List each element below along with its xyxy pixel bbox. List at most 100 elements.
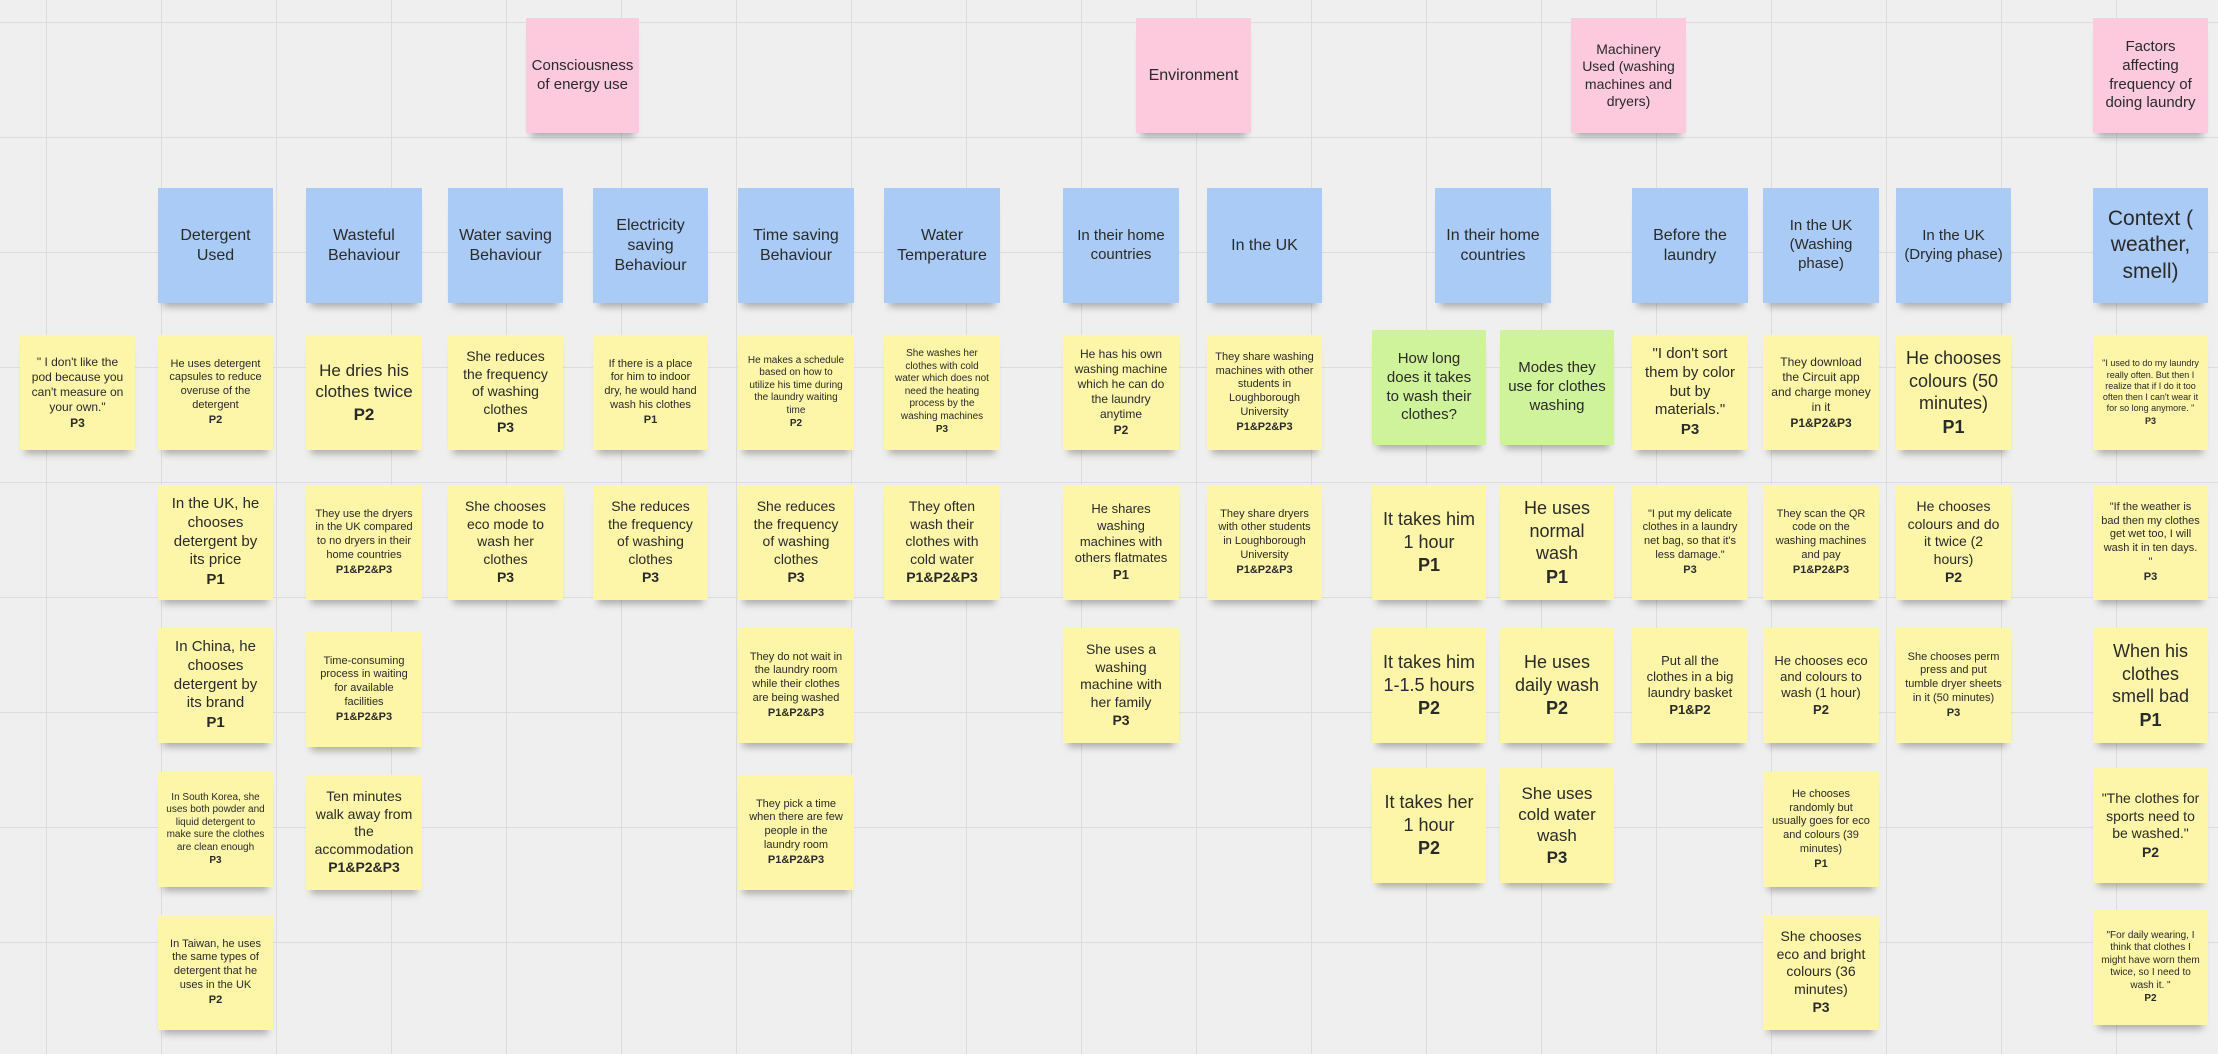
sticky-cat-electricity-saving[interactable]: Electricity saving Behaviour [593, 188, 708, 303]
sticky-cat-uk-washing[interactable]: In the UK (Washing phase) [1763, 188, 1879, 303]
sticky-note-det-1[interactable]: He uses detergent capsules to reduce ove… [158, 335, 273, 450]
sticky-note-before-1[interactable]: "I don't sort them by color but by mater… [1632, 335, 1748, 450]
participant-label: P1 [2139, 709, 2162, 730]
sticky-cat-time-saving[interactable]: Time saving Behaviour [738, 188, 854, 303]
participant-label: P3 [2144, 415, 2156, 426]
sticky-note-waste-2[interactable]: They use the dryers in the UK compared t… [306, 485, 422, 600]
sticky-note-context-2[interactable]: "If the weather is bad then my clothes g… [2093, 485, 2208, 600]
participant-label: P1&P2&P3 [335, 710, 393, 723]
sticky-note-envhome-1[interactable]: He has his own washing machine which he … [1063, 335, 1179, 450]
participant-label: P3 [787, 569, 805, 586]
participant-label: P2 [2144, 993, 2157, 1004]
participant-label: P1 [1545, 566, 1569, 587]
sticky-note-context-1[interactable]: "I used to do my laundry really often. B… [2093, 335, 2208, 450]
sticky-note-water-1[interactable]: She reduces the frequency of washing clo… [448, 335, 563, 450]
sticky-note-ukdry-2[interactable]: He chooses colours and do it twice (2 ho… [1896, 485, 2011, 600]
sticky-cat-mach-home-countries[interactable]: In their home countries [1435, 188, 1551, 303]
sticky-header-consciousness[interactable]: Consciousness of energy use [526, 18, 639, 133]
sticky-note-ukwash-3[interactable]: He chooses eco and colours to wash (1 ho… [1763, 628, 1879, 743]
sticky-cat-env-uk[interactable]: In the UK [1207, 188, 1322, 303]
sticky-text: How long does it takes to wash their clo… [1386, 350, 1472, 424]
sticky-note-det-5[interactable]: In Taiwan, he uses the same types of det… [158, 915, 273, 1030]
sticky-note-temp-2[interactable]: They often wash their clothes with cold … [884, 485, 1000, 600]
sticky-text: In the UK (Washing phase) [1789, 217, 1853, 272]
sticky-cat-wasteful-behaviour[interactable]: Wasteful Behaviour [306, 188, 422, 303]
sticky-header-factors[interactable]: Factors affecting frequency of doing lau… [2093, 18, 2208, 133]
sticky-text: She chooses eco mode to wash her clothes [465, 498, 546, 567]
sticky-text: He dries his clothes twice [315, 361, 413, 402]
sticky-cat-water-temperature[interactable]: Water Temperature [884, 188, 1000, 303]
sticky-note-time-4[interactable]: They pick a time when there are few peop… [738, 775, 854, 890]
sticky-note-time-1[interactable]: He makes a schedule based on how to util… [738, 335, 854, 450]
sticky-header-environment[interactable]: Environment [1136, 18, 1251, 133]
sticky-text: When his clothes smell bad [2111, 641, 2190, 706]
participant-label: P2 [1944, 569, 1963, 586]
sticky-note-waste-3[interactable]: Time-consuming process in waiting for av… [306, 632, 422, 747]
sticky-note-det-2[interactable]: In the UK, he chooses detergent by its p… [158, 485, 273, 600]
participant-label: P1 [1942, 416, 1965, 437]
sticky-text: " I don't like the pod because you can't… [31, 354, 124, 414]
participant-label: P2 [1417, 838, 1441, 859]
sticky-text: He chooses colours and do it twice (2 ho… [1907, 498, 2000, 567]
sticky-cat-water-saving[interactable]: Water saving Behaviour [448, 188, 563, 303]
sticky-note-det-3[interactable]: In China, he chooses detergent by its br… [158, 628, 273, 743]
sticky-note-before-2[interactable]: "I put my delicate clothes in a laundry … [1632, 485, 1748, 600]
participant-label: P3 [1946, 706, 1961, 719]
sticky-note-waste-4[interactable]: Ten minutes walk away from the accommoda… [306, 775, 422, 890]
sticky-note-time-3[interactable]: They do not wait in the laundry room whi… [738, 628, 854, 743]
sticky-note-envuk-1[interactable]: They share washing machines with other s… [1207, 335, 1322, 450]
sticky-cat-context[interactable]: Context ( weather, smell) [2093, 188, 2208, 303]
sticky-cat-detergent-used[interactable]: Detergent Used [158, 188, 273, 303]
sticky-note-ukwash-5[interactable]: She chooses eco and bright colours (36 m… [1763, 915, 1879, 1030]
sticky-note-time-2[interactable]: She reduces the frequency of washing clo… [738, 485, 854, 600]
participant-label: P1 [206, 714, 225, 732]
sticky-note-elec-2[interactable]: She reduces the frequency of washing clo… [593, 485, 708, 600]
sticky-note-ukdry-1[interactable]: He chooses colours (50 minutes)P1 [1896, 335, 2011, 450]
sticky-note-det-4[interactable]: In South Korea, she uses both powder and… [158, 772, 273, 887]
sticky-cat-uk-drying[interactable]: In the UK (Drying phase) [1896, 188, 2011, 303]
sticky-cat-env-home-countries[interactable]: In their home countries [1063, 188, 1179, 303]
sticky-note-ukwash-4[interactable]: He chooses randomly but usually goes for… [1763, 772, 1879, 887]
sticky-text: Modes they use for clothes washing [1508, 359, 1606, 414]
participant-label: P3 [496, 419, 515, 436]
sticky-note-context-5[interactable]: "For daily wearing, I think that clothes… [2093, 910, 2208, 1025]
sticky-note-temp-1[interactable]: She washes her clothes with cold water w… [884, 335, 1000, 450]
sticky-note-elec-1[interactable]: If there is a place for him to indoor dr… [593, 335, 708, 450]
sticky-q-how-long[interactable]: How long does it takes to wash their clo… [1372, 330, 1486, 445]
sticky-text: In Taiwan, he uses the same types of det… [170, 937, 261, 991]
sticky-text: She uses a washing machine with her fami… [1080, 641, 1162, 710]
sticky-note-water-2[interactable]: She chooses eco mode to wash her clothes… [448, 485, 563, 600]
sticky-note-ukdry-3[interactable]: She chooses perm press and put tumble dr… [1896, 628, 2011, 743]
sticky-note-ukwash-1[interactable]: They download the Circuit app and charge… [1763, 335, 1879, 450]
sticky-text: She washes her clothes with cold water w… [895, 348, 989, 422]
participant-label: P1 [1113, 567, 1129, 583]
sticky-text: "I put my delicate clothes in a laundry … [1642, 507, 1738, 561]
sticky-text: He uses daily wash [1514, 652, 1600, 695]
participant-label: P3 [1683, 563, 1697, 576]
sticky-text: "The clothes for sports need to be washe… [2101, 790, 2200, 841]
sticky-note-envhome-3[interactable]: She uses a washing machine with her fami… [1063, 628, 1179, 743]
sticky-text: In the UK, he chooses detergent by its p… [171, 495, 260, 569]
sticky-text: She reduces the frequency of washing clo… [753, 498, 839, 567]
participant-label: P2 [208, 993, 223, 1006]
sticky-note-ukwash-2[interactable]: They scan the QR code on the washing mac… [1763, 485, 1879, 600]
sticky-note-context-4[interactable]: "The clothes for sports need to be washe… [2093, 768, 2208, 883]
sticky-note-before-3[interactable]: Put all the clothes in a big laundry bas… [1632, 628, 1748, 743]
sticky-header-machinery[interactable]: Machinery Used (washing machines and dry… [1571, 18, 1686, 133]
sticky-note-envuk-2[interactable]: They share dryers with other students in… [1207, 485, 1322, 600]
sticky-cat-before-laundry[interactable]: Before the laundry [1632, 188, 1748, 303]
sticky-note-envhome-2[interactable]: He shares washing machines with others f… [1063, 485, 1179, 600]
sticky-note-pod[interactable]: " I don't like the pod because you can't… [20, 335, 135, 450]
sticky-q-modes[interactable]: Modes they use for clothes washing [1500, 330, 1614, 445]
sticky-text: She reduces the frequency of washing clo… [463, 348, 548, 417]
participant-label: P2 [1113, 423, 1129, 437]
